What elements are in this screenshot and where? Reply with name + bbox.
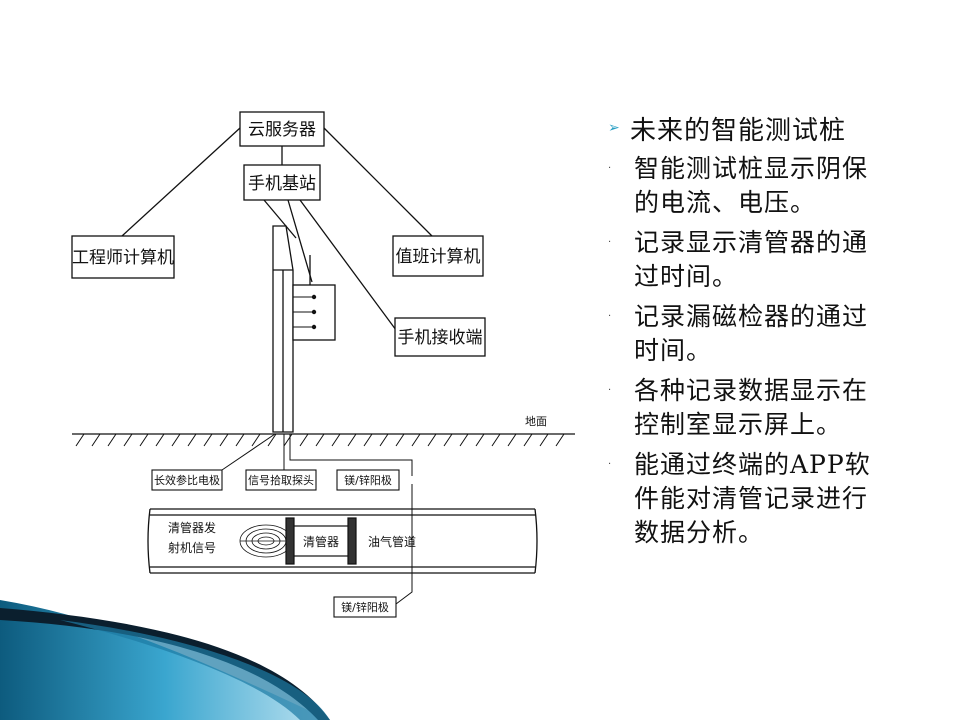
- bullet-text: 记录显示清管器的通过时间。: [634, 226, 904, 294]
- ground-line: [72, 433, 575, 447]
- bullet-item: · 能通过终端的APP软件能对清管记录进行数据分析。: [608, 448, 953, 550]
- bullet-text-line: 时间。: [634, 336, 713, 365]
- bullet-item: · 各种记录数据显示在控制室显示屏上。: [608, 374, 953, 442]
- ground-label: 地面: [525, 415, 547, 428]
- duty-computer-label: 值班计算机: [396, 247, 481, 267]
- pig-transmitter-label-2: 射机信号: [168, 540, 216, 555]
- bullet-text-line: 能通过终端的APP软: [634, 450, 871, 479]
- bullet-item: · 智能测试桩显示阴保的电流、电压。: [608, 152, 953, 220]
- phone-base-station-box: [243, 164, 321, 201]
- bullet-text: 记录漏磁检器的通过时间。: [634, 300, 904, 368]
- arrow-bullet-icon: ➢: [608, 120, 620, 136]
- decorative-wave: [0, 600, 330, 720]
- signal-probe-box: [245, 469, 317, 491]
- panel-title: 未来的智能测试桩: [630, 115, 847, 146]
- bullet-text-line: 过时间。: [634, 262, 739, 291]
- bullet-dot-icon: ·: [608, 311, 612, 322]
- bullet-text-line: 记录漏磁检器的通过: [634, 302, 869, 331]
- bullet-text-line: 智能测试桩显示阴保: [634, 154, 869, 183]
- bullet-item: · 记录显示清管器的通过时间。: [608, 226, 953, 294]
- bullet-dot-icon: ·: [608, 459, 612, 470]
- bullet-text-line: 记录显示清管器的通: [634, 228, 869, 257]
- bullet-dot-icon: ·: [608, 385, 612, 396]
- info-panel: ➢ 未来的智能测试桩 · 智能测试桩显示阴保的电流、电压。 · 记录显示清管器的通过时…: [608, 110, 953, 550]
- bullet-text: 各种记录数据显示在控制室显示屏上。: [634, 374, 904, 442]
- pipeline-test-pile-diagram: 云服务器 手机基站 工程师计算机 值班计算机 手机接收端 地面 长效参比电极: [71, 111, 575, 618]
- pig-transmitter-label-1: 清管器发: [168, 520, 216, 535]
- cloud-server-label: 云服务器: [248, 120, 316, 140]
- engineer-computer-box: [71, 235, 175, 279]
- bullet-dot-icon: ·: [608, 163, 612, 174]
- anode-top-box: [336, 469, 400, 491]
- reference-electrode-box: [151, 469, 223, 491]
- pig-label: 清管器: [303, 534, 339, 549]
- panel-title-row: ➢ 未来的智能测试桩: [608, 110, 953, 146]
- bullet-text-line: 控制室显示屏上。: [634, 410, 843, 439]
- phone-receiver-label: 手机接收端: [398, 328, 483, 348]
- signal-probe-label: 信号拾取探头: [248, 473, 314, 487]
- cloud-server-box: [239, 111, 325, 147]
- pipeline: [147, 508, 538, 574]
- pipeline-label: 油气管道: [368, 534, 416, 549]
- bullet-text: 智能测试桩显示阴保的电流、电压。: [634, 152, 904, 220]
- reference-electrode-label: 长效参比电极: [154, 473, 220, 487]
- bullet-text-line: 的电流、电压。: [634, 188, 817, 217]
- phone-receiver-box: [394, 317, 486, 357]
- pig-device: [285, 517, 357, 565]
- anode-bottom-box: [333, 596, 397, 618]
- bullet-item: · 记录漏磁检器的通过时间。: [608, 300, 953, 368]
- bullet-text-line: 数据分析。: [634, 518, 765, 547]
- anode-bottom-label: 镁/锌阳极: [341, 600, 389, 614]
- anode-top-label: 镁/锌阳极: [344, 473, 392, 487]
- duty-computer-box: [392, 235, 484, 277]
- engineer-computer-label: 工程师计算机: [72, 248, 174, 268]
- bullet-text: 能通过终端的APP软件能对清管记录进行数据分析。: [634, 448, 904, 550]
- phone-base-station-label: 手机基站: [248, 174, 316, 194]
- signal-field: [239, 524, 293, 558]
- bullet-text-line: 各种记录数据显示在: [634, 376, 869, 405]
- bullet-dot-icon: ·: [608, 237, 612, 248]
- bullet-text-line: 件能对清管记录进行: [634, 484, 869, 513]
